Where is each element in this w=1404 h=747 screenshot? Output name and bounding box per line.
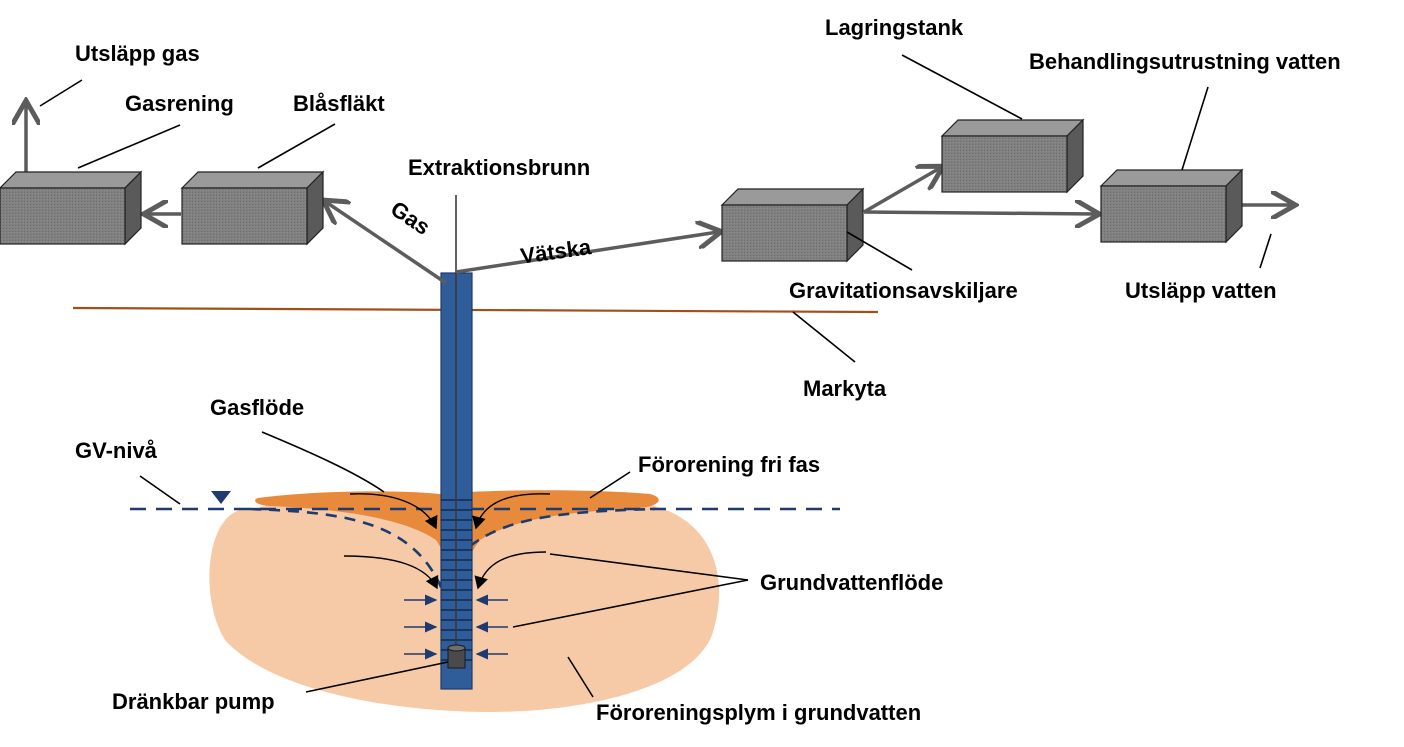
callout-pump bbox=[305, 661, 449, 693]
label-gas: Gas bbox=[386, 196, 434, 240]
drawdown-curve bbox=[249, 507, 656, 589]
gas-treatment-box bbox=[0, 170, 143, 246]
water-treatment-box bbox=[1099, 168, 1244, 244]
water-table-symbol bbox=[211, 491, 231, 504]
callout-blasflakt bbox=[257, 123, 336, 169]
label-lagringstank: Lagringstank bbox=[825, 15, 964, 40]
liquid-pipe bbox=[455, 232, 718, 274]
submersible-pump bbox=[447, 644, 466, 669]
label-gravitationsavskiljare: Gravitationsavskiljare bbox=[789, 278, 1018, 303]
storage-tank-box bbox=[940, 118, 1085, 194]
separator-to-tank-pipe bbox=[863, 168, 940, 214]
callout-plym bbox=[567, 656, 594, 698]
callout-markyta bbox=[792, 311, 856, 363]
gravity-separator-box bbox=[720, 187, 865, 263]
label-grundvattenflode: Grundvattenflöde bbox=[760, 570, 943, 595]
callout-lagringstank bbox=[901, 54, 1023, 120]
blower-box bbox=[180, 170, 325, 246]
callout-utslapp-vatten bbox=[1259, 233, 1272, 269]
callout-utslapp-gas bbox=[39, 79, 83, 107]
ground-surface-line bbox=[72, 306, 879, 314]
gas-flow-arrows bbox=[349, 493, 551, 530]
groundwater-flow-arrows bbox=[343, 551, 547, 590]
label-utslapp-gas: Utsläpp gas bbox=[75, 41, 200, 66]
callout-gasflode bbox=[261, 431, 385, 493]
callout-behandling bbox=[1181, 86, 1209, 171]
label-extraktionsbrunn: Extraktionsbrunn bbox=[408, 155, 590, 180]
screen-inflow-arrows bbox=[404, 594, 508, 660]
label-gv-niva: GV-nivå bbox=[75, 438, 158, 463]
callout-grundvatten-2 bbox=[512, 579, 749, 628]
label-vatska: Vätska bbox=[519, 234, 593, 269]
label-fororeningsplym: Föroreningsplym i grundvatten bbox=[596, 700, 921, 725]
label-gasflode: Gasflöde bbox=[210, 395, 304, 420]
callout-fri-fas bbox=[589, 471, 631, 499]
callout-gravitation bbox=[846, 231, 913, 271]
callout-grundvatten-1 bbox=[549, 553, 749, 581]
label-gasrening: Gasrening bbox=[125, 91, 234, 116]
gas-pipe bbox=[326, 202, 447, 285]
label-blasflakt: Blåsfläkt bbox=[293, 91, 385, 116]
label-utslapp-vatten: Utsläpp vatten bbox=[1125, 278, 1277, 303]
callout-gasrening bbox=[77, 124, 181, 169]
label-fororening-fri-fas: Förorening fri fas bbox=[638, 452, 820, 477]
label-markyta: Markyta bbox=[803, 376, 887, 401]
callout-gv-niva bbox=[139, 475, 181, 505]
label-drankbar-pump: Dränkbar pump bbox=[112, 689, 275, 714]
label-behandlingsutrustning: Behandlingsutrustning vatten bbox=[1029, 49, 1341, 74]
separator-to-treatment-pipe bbox=[863, 212, 1096, 214]
